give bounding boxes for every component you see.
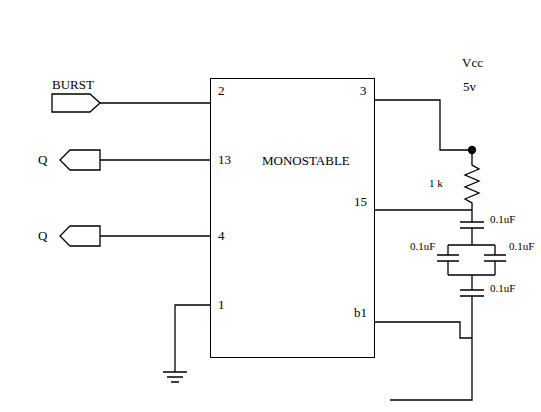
output-connector (60, 150, 100, 170)
wire (100, 102, 210, 103)
component-value: 1 k (429, 178, 443, 189)
signal-name: Q (38, 153, 47, 166)
pin-number: 3 (360, 84, 367, 97)
wire (375, 209, 472, 210)
signal-name: BURST (52, 78, 94, 91)
component-value: 0.1uF (410, 241, 435, 252)
pin-number: b1 (354, 306, 367, 319)
monostable-ic: MONOSTABLE (210, 78, 375, 358)
chip-label: MONOSTABLE (262, 153, 350, 169)
component-value: 0.1uF (509, 241, 534, 252)
ground-symbol (163, 372, 187, 382)
pin-number: 13 (218, 153, 231, 166)
wire (100, 159, 210, 160)
capacitor-symbol (437, 255, 506, 261)
signal-name: Q (38, 229, 47, 242)
wire (375, 100, 472, 150)
wire (175, 305, 210, 372)
pin-number: 2 (218, 84, 225, 97)
component-value: 0.1uF (490, 283, 515, 294)
input-connector (52, 94, 100, 112)
pin-number: 15 (354, 195, 367, 208)
component-value: 0.1uF (490, 214, 515, 225)
pin-number: 4 (218, 229, 225, 242)
capacitor-symbol (460, 222, 484, 228)
resistor-symbol (465, 150, 479, 222)
wire (100, 235, 210, 236)
supply-name: Vcc (462, 56, 483, 69)
pin-number: 1 (218, 298, 225, 311)
wire (375, 322, 472, 338)
supply-voltage: 5v (463, 80, 476, 93)
capacitor-symbol (460, 290, 484, 296)
wire (448, 261, 495, 290)
wire (390, 296, 472, 400)
output-connector (60, 226, 100, 246)
wire (448, 228, 495, 255)
